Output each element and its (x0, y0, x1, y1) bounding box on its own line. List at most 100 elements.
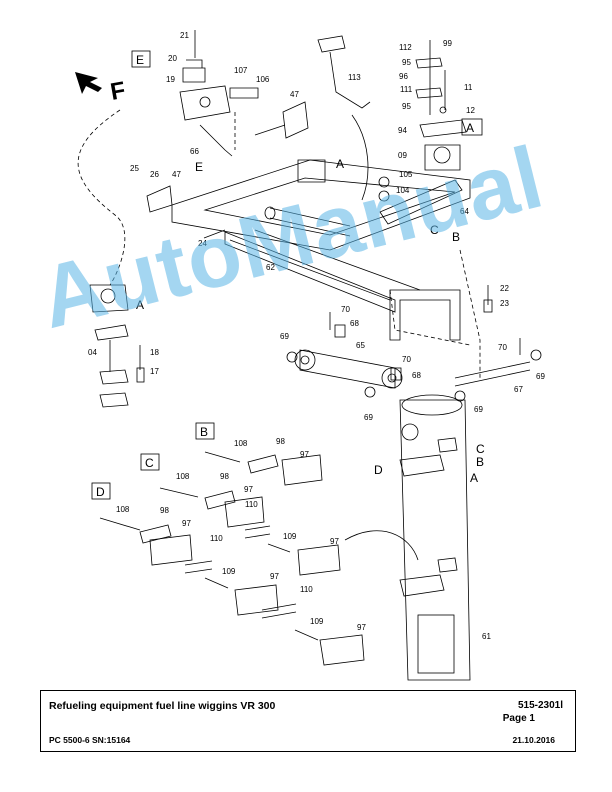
callout: 104 (396, 186, 410, 195)
callout: C (476, 442, 485, 456)
bracket-lower (389, 289, 461, 341)
callout: 99 (443, 39, 452, 48)
callout: 47 (290, 90, 299, 99)
callout: 94 (398, 126, 407, 135)
callout: 12 (466, 106, 475, 115)
callout: 26 (150, 170, 159, 179)
callout: E (195, 160, 203, 174)
callout: 69 (364, 413, 373, 422)
callout: 18 (150, 348, 159, 357)
callout: D (374, 463, 383, 477)
clamp-09 (424, 144, 461, 171)
callout: 109 (283, 532, 297, 541)
callout: 25 (130, 164, 139, 173)
document-date: 21.10.2016 (512, 735, 555, 745)
callout: 69 (536, 372, 545, 381)
document-number: 515-2301l (517, 700, 563, 711)
detail-box-A: A (466, 121, 474, 135)
callout: 47 (172, 170, 181, 179)
callout: 69 (280, 332, 289, 341)
bolt-108-C (159, 487, 199, 498)
callout: 110 (210, 534, 223, 543)
callout: 95 (402, 58, 411, 67)
callout: 22 (500, 284, 509, 293)
callout: A (336, 157, 344, 171)
pedal-113 (317, 35, 371, 109)
callout: 24 (198, 239, 207, 248)
callout: 97 (182, 519, 191, 528)
clamp-A-top (297, 159, 326, 183)
plate-94 (419, 119, 467, 138)
callout: 97 (300, 450, 309, 459)
callout: 113 (348, 73, 361, 82)
clamp-97-C (224, 496, 265, 528)
detail-box-D: D (96, 485, 105, 499)
callout: 109 (222, 567, 236, 576)
cylinder-65 (299, 349, 396, 389)
callout: 17 (150, 367, 159, 376)
callout: B (476, 455, 484, 469)
callout: 11 (464, 83, 473, 92)
callout: 95 (402, 102, 411, 111)
clamp-97-D3 (319, 634, 365, 666)
direction-label: F (108, 77, 127, 106)
callout: 112 (399, 43, 412, 52)
clamp-97-B (281, 454, 323, 486)
machine-serial: PC 5500-6 SN:15164 (49, 735, 131, 745)
clamp-97-C2 (297, 544, 341, 576)
callout: 96 (399, 72, 408, 81)
arm-clamps-upper (399, 437, 458, 477)
callout: 23 (500, 299, 509, 308)
callout: 68 (350, 319, 359, 328)
detail-box-E: E (136, 53, 144, 67)
callout: 09 (398, 151, 407, 160)
callout: 61 (482, 632, 491, 641)
callout-labels: 21 20 19 107 106 47 113 112 99 95 96 111… (88, 31, 545, 641)
callout: 105 (399, 170, 413, 179)
arm-clamps-lower (399, 557, 458, 597)
callout: 97 (357, 623, 366, 632)
frame-rail-62 (224, 231, 396, 313)
clamp-A-left (89, 284, 129, 313)
callout: C (430, 223, 439, 237)
clamp-97-D2 (234, 584, 279, 616)
pivot-pipe (269, 207, 351, 237)
callout: 108 (116, 505, 130, 514)
callout: 04 (88, 348, 97, 357)
bolt-24 (203, 229, 226, 239)
direction-arrow (75, 72, 102, 94)
callout: 70 (498, 343, 507, 352)
callout: 97 (270, 572, 279, 581)
callout: 21 (180, 31, 189, 40)
pin-67 (454, 361, 531, 387)
callout: 65 (356, 341, 365, 350)
callout: 68 (412, 371, 421, 380)
arm-61 (399, 399, 471, 681)
callout: 111 (400, 85, 413, 94)
title-block: Refueling equipment fuel line wiggins VR… (40, 690, 576, 752)
callout: 110 (245, 500, 258, 509)
callout: 70 (402, 355, 411, 364)
callout: 98 (160, 506, 169, 515)
callout: 97 (244, 485, 253, 494)
callout: 110 (300, 585, 313, 594)
callout: 107 (234, 66, 248, 75)
callout: 66 (190, 147, 199, 156)
callout: 20 (168, 54, 177, 63)
callout: 19 (166, 75, 175, 84)
callout: 109 (310, 617, 324, 626)
valve-106 (229, 87, 259, 99)
callout: 108 (234, 439, 248, 448)
main-frame (171, 159, 471, 251)
plate-47 (282, 101, 309, 139)
callout: B (452, 230, 460, 244)
callout: 106 (256, 75, 270, 84)
callout: 67 (514, 385, 523, 394)
callout: 97 (330, 537, 339, 546)
callout: 98 (220, 472, 229, 481)
clamp-97-D (149, 534, 193, 566)
callout: 108 (176, 472, 190, 481)
document-title: Refueling equipment fuel line wiggins VR… (49, 700, 276, 712)
bracket-64 (379, 179, 463, 225)
callout: 62 (266, 263, 275, 272)
